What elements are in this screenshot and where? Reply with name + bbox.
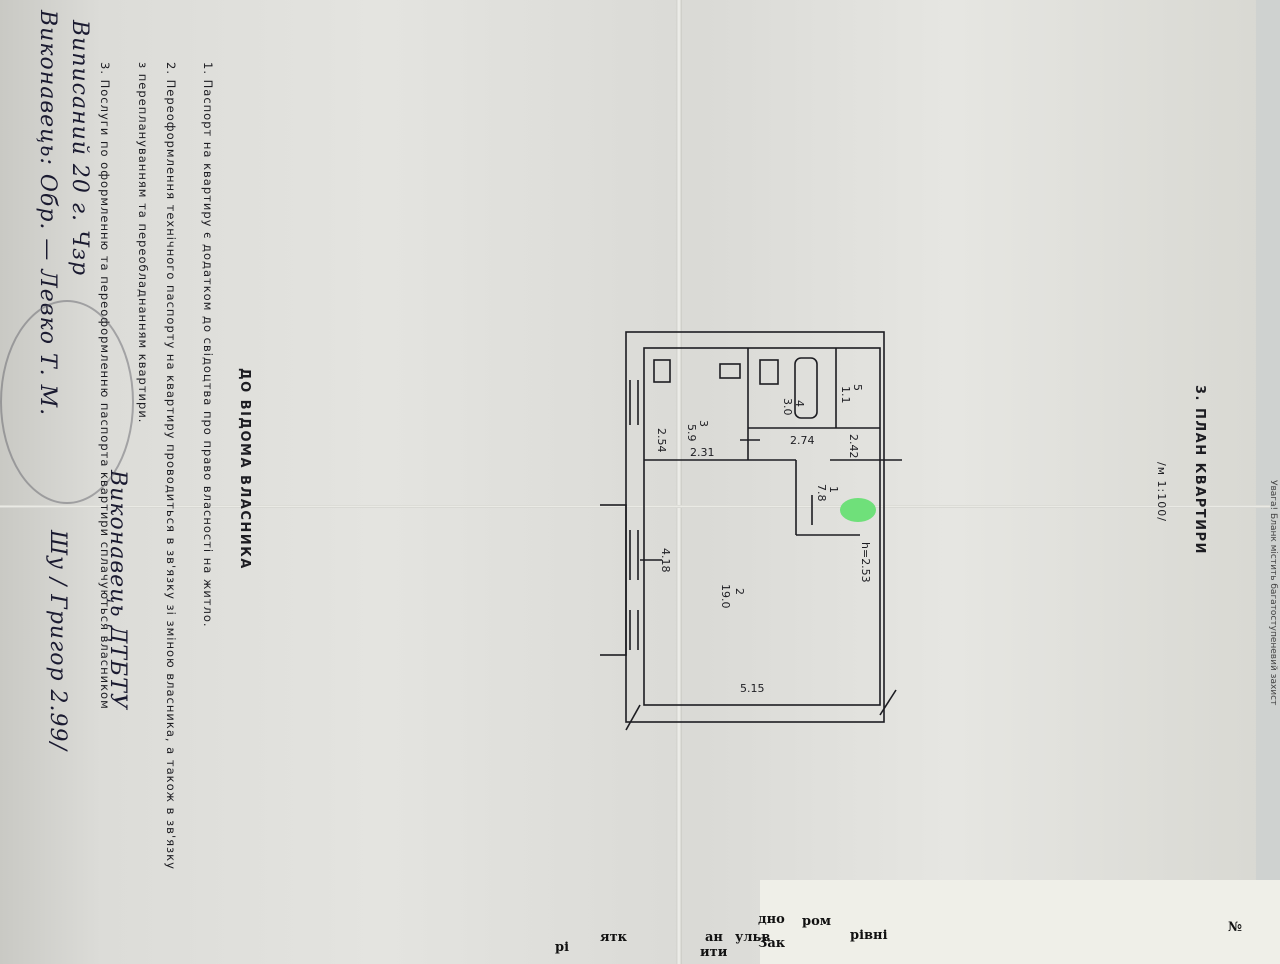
highlight-mark [840,498,876,522]
underlying-document [760,880,1280,964]
floor-plan: 3 5.9 4 3.0 5 1.1 1 7.8 2 19.0 2.54 2.31… [600,331,902,731]
dim-4-18: 4.18 [659,548,672,573]
dim-2-54: 2.54 [655,428,668,453]
room-2-area: 19.0 [719,584,732,609]
owner-header: ДО ВІДОМА ВЛАСНИКА [237,368,252,570]
dim-2-74: 2.74 [790,434,815,447]
dim-2-31: 2.31 [690,446,715,459]
handwritten-line-1: Виписаний 20 г. Чзр [67,20,92,277]
room-1-number: 1 [827,486,840,493]
plan-scale: /м 1:100/ [1155,462,1168,522]
security-note: Увага! Бланк містить багатоступеневий за… [1268,480,1278,706]
fold-line-horizontal [0,505,1270,508]
room-3-area: 5.9 [685,424,698,442]
under-frag-6: ан [705,930,723,945]
under-frag-0: № [1228,920,1243,935]
room-5-number: 5 [851,384,864,391]
stamp-seal [0,300,134,504]
under-frag-1: рівні [850,928,888,943]
under-frag-5: ульв [735,930,771,945]
fold-line-vertical [676,0,682,964]
room-5-area: 1.1 [839,386,852,404]
room-4-area: 3.0 [781,398,794,416]
handwritten-line-4: Шу / Григор 2.99/ [45,530,70,751]
handwritten-line-3: Виконавець ДТБТУ [105,470,130,710]
plan-title: 3. ПЛАН КВАРТИРИ [1192,385,1207,555]
under-frag-8: ятк [600,930,628,945]
note-2: 2. Переоформлення технічного паспорту на… [164,62,178,870]
note-1: 1. Паспорт на квартиру є додатком до сві… [201,62,215,628]
room-2-number: 2 [733,588,746,595]
room-1-area: 7.8 [815,484,828,502]
dim-height: h=2.53 [859,542,872,583]
inner-wall [643,347,881,706]
under-frag-7: ити [700,945,728,960]
under-frag-9: рі [555,940,570,955]
under-frag-2: ром [802,914,832,929]
dim-5-15: 5.15 [740,682,765,695]
room-4-number: 4 [793,400,806,407]
note-2-cont: з переплануванням та переобладнанням ква… [136,62,150,424]
dim-2-42: 2.42 [847,434,860,459]
under-frag-4: Зак [758,936,786,951]
underlying-document-edge [1256,0,1280,964]
room-3-label: 3 [697,420,710,427]
under-frag-3: дно [758,912,785,927]
